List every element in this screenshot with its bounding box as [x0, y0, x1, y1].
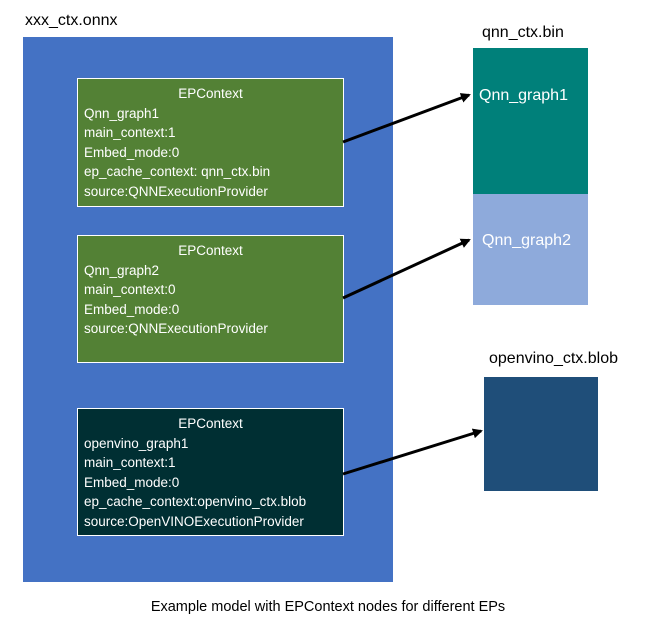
node-embed-mode: Embed_mode:0 [84, 144, 180, 160]
openvino-blob-block [484, 377, 598, 491]
node-graph-name: Qnn_graph1 [84, 105, 160, 121]
node-embed-mode: Embed_mode:0 [84, 301, 180, 317]
node-graph-name: openvino_graph1 [84, 435, 189, 451]
node-main-context: main_context:1 [84, 455, 176, 470]
node-ep-cache-context: ep_cache_context:openvino_ctx.blob [84, 494, 307, 509]
node-source: source:OpenVINOExecutionProvider [84, 513, 304, 529]
node-source: source:QNNExecutionProvider [84, 321, 268, 336]
qnn-bin-graph1-block: Qnn_graph1 [473, 48, 588, 194]
node-graph-name: Qnn_graph2 [84, 262, 160, 278]
onnx-file-label: xxx_ctx.onnx [25, 12, 118, 29]
epcontext-node-header: EPContext [178, 243, 243, 258]
node-embed-mode: Embed_mode:0 [84, 474, 180, 490]
diagram-caption: Example model with EPContext nodes for d… [150, 599, 506, 615]
node-source: source:QNNExecutionProvider [84, 183, 268, 199]
qnn-bin-graph1-label: Qnn_graph1 [479, 87, 568, 104]
node-main-context: main_context:0 [84, 282, 176, 297]
epcontext-node-qnn-graph1: EPContext Qnn_graph1 main_context:1 Embe… [77, 78, 344, 207]
node-ep-cache-context: ep_cache_context: qnn_ctx.bin [84, 164, 271, 179]
openvino-blob-file-label: openvino_ctx.blob [489, 350, 618, 367]
epcontext-node-openvino-graph1: EPContext openvino_graph1 main_context:1… [77, 408, 344, 536]
qnn-bin-file-label: qnn_ctx.bin [482, 24, 564, 41]
qnn-bin-graph2-label: Qnn_graph2 [482, 232, 571, 249]
epcontext-node-header: EPContext [178, 416, 243, 431]
node-main-context: main_context:1 [84, 125, 176, 140]
epcontext-node-header: EPContext [178, 86, 243, 101]
epcontext-node-qnn-graph2: EPContext Qnn_graph2 main_context:0 Embe… [77, 235, 344, 363]
qnn-bin-graph2-block: Qnn_graph2 [473, 194, 588, 305]
